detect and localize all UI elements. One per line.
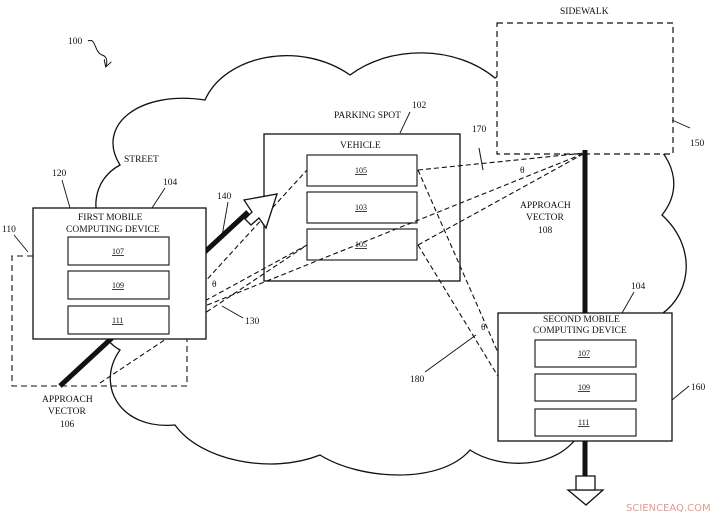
sidewalk-label: SIDEWALK: [560, 7, 609, 17]
second-device-component-1: [534, 339, 637, 368]
first-device-title-line2: COMPUTING DEVICE: [66, 225, 160, 235]
street-label: STREET: [124, 155, 159, 165]
approach-vector-1-line2: VECTOR: [48, 407, 86, 417]
second-device-component-3: [534, 408, 637, 437]
ref-110: 110: [2, 225, 16, 235]
theta-1: θ: [212, 280, 217, 290]
first-device-component-1: [67, 236, 170, 266]
first-device-component-3: [67, 305, 170, 335]
approach-vector-1-ref: 106: [60, 420, 75, 430]
approach-vector-2-line2: VECTOR: [526, 213, 564, 223]
second-device-component-3-label: 111: [578, 418, 589, 427]
sidewalk-region: [496, 22, 674, 155]
parking-spot-label: PARKING SPOT: [334, 111, 401, 121]
ref-120: 120: [52, 169, 67, 179]
second-device-title-line1: SECOND MOBILE: [543, 315, 620, 325]
ref-170: 170: [472, 125, 487, 135]
first-device-component-2-label: 109: [112, 281, 124, 290]
first-device-title-line1: FIRST MOBILE: [78, 213, 143, 223]
ref-130: 130: [245, 317, 260, 327]
ref-104-first: 104: [163, 178, 178, 188]
theta-2: θ: [520, 166, 525, 176]
theta-3: θ: [481, 323, 486, 333]
vehicle-component-3: [306, 228, 418, 261]
approach-vector-1-line1: APPROACH: [42, 395, 93, 405]
ref-100-arrow: [87, 39, 107, 66]
vehicle-component-2-label: 103: [355, 203, 367, 212]
vehicle-component-1-label: 105: [355, 166, 367, 175]
second-device-component-2-label: 109: [578, 383, 590, 392]
ref-104-second: 104: [631, 282, 646, 292]
down-arrow-head: [566, 489, 605, 506]
first-device-component-1-label: 107: [112, 247, 124, 256]
vehicle-component-3-label: 105: [355, 240, 367, 249]
ref-140: 140: [217, 192, 232, 202]
vehicle-title: VEHICLE: [340, 141, 381, 151]
second-device-component-2: [534, 373, 637, 402]
first-device-component-2: [67, 270, 170, 300]
approach-vector-2-line1: APPROACH: [520, 201, 571, 211]
first-device-component-3-label: 111: [112, 316, 123, 325]
ref-160: 160: [691, 383, 706, 393]
ref-150: 150: [690, 139, 705, 149]
second-device-component-1-label: 107: [578, 349, 590, 358]
second-device-title-line2: COMPUTING DEVICE: [533, 326, 627, 336]
watermark: SCIENCEAQ.COM: [626, 503, 711, 514]
ref-180: 180: [410, 375, 425, 385]
ref-102: 102: [412, 101, 427, 111]
vehicle-component-2: [306, 191, 418, 224]
approach-vector-2-ref: 108: [538, 226, 553, 236]
ref-100: 100: [68, 37, 83, 47]
approach-vector-1-arrowhead: [242, 193, 278, 230]
first-device-region: [11, 255, 188, 387]
